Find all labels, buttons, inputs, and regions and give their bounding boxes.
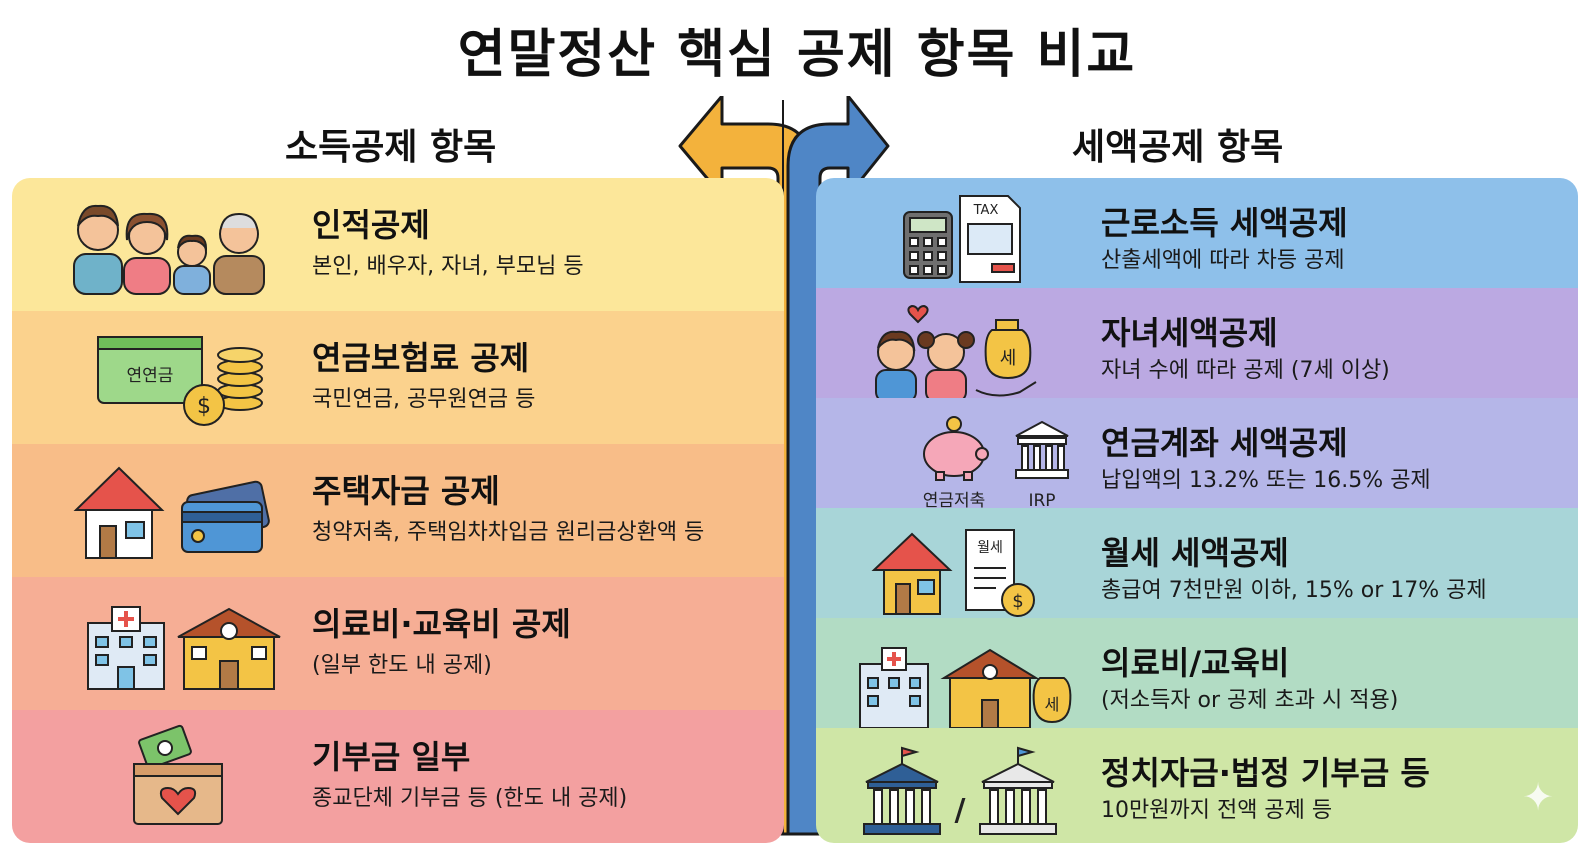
right-row-medical-education: 세 의료비/교육비 (저소득자 or 공제 초과 시 적용) <box>816 618 1578 729</box>
row-description: 자녀 수에 따라 공제 (7세 이상) <box>1101 358 1390 383</box>
right-row-rent: 월세 $ 월세 세액공제 총급여 7천만원 이하, 15% or 17% 공제 <box>816 508 1578 618</box>
row-title: 자녀세액공제 <box>1101 314 1278 352</box>
left-row-personal: 인적공제 본인, 배우자, 자녀, 부모님 등 <box>12 178 784 311</box>
row-title: 근로소득 세액공제 <box>1101 204 1348 242</box>
left-column-heading: 소득공제 항목 <box>285 127 497 168</box>
right-row-political-donation: / 정치자금·법정 기부금 등 10만원까지 전액 공제 등 ✦ <box>816 728 1578 843</box>
row-description: 10만원까지 전액 공제 등 <box>1101 798 1333 823</box>
row-description: 종교단체 기부금 등 (한도 내 공제) <box>312 786 628 811</box>
row-title: 월세 세액공제 <box>1101 534 1289 572</box>
icon-label-pension-savings: 연금저축 <box>923 491 986 511</box>
row-title: 의료비·교육비 공제 <box>312 605 571 643</box>
hospital-school-money-icon: 세 <box>859 647 1072 729</box>
left-row-medical-education: 의료비·교육비 공제 (일부 한도 내 공제) <box>12 577 784 710</box>
icon-text: TAX <box>973 203 999 218</box>
row-title: 연금보험료 공제 <box>312 339 530 377</box>
row-description: 납입액의 13.2% 또는 16.5% 공제 <box>1101 468 1431 493</box>
family-icon <box>73 204 265 295</box>
row-description: 국민연금, 공무원연금 등 <box>312 387 536 412</box>
icon-separator: / <box>955 793 966 828</box>
calculator-tax-form-icon: TAX <box>903 195 1021 283</box>
government-buildings-icon: / <box>863 746 1057 835</box>
row-description: (일부 한도 내 공제) <box>312 653 492 678</box>
row-description: 총급여 7천만원 이하, 15% or 17% 공제 <box>1101 578 1487 603</box>
right-column-heading: 세액공제 항목 <box>1072 127 1284 168</box>
icon-text: 세 <box>1045 695 1060 714</box>
row-title: 연금계좌 세액공제 <box>1101 424 1348 462</box>
svg-text:$: $ <box>1012 591 1023 612</box>
page-title: 연말정산 핵심 공제 항목 비교 <box>457 25 1137 85</box>
row-description: 본인, 배우자, 자녀, 부모님 등 <box>312 254 584 279</box>
row-title: 인적공제 <box>312 206 430 244</box>
icon-text: 월세 <box>977 540 1003 556</box>
tax-credit-panel: TAX 근로소득 세액공제 산출세액에 따라 차등 공제 세 자녀세액공제 자녀… <box>816 178 1578 843</box>
row-title: 의료비/교육비 <box>1101 644 1290 682</box>
house-rent-receipt-icon: 월세 $ <box>871 529 1035 617</box>
row-description: (저소득자 or 공제 초과 시 적용) <box>1101 688 1399 713</box>
house-card-icon <box>73 466 270 559</box>
row-title: 정치자금·법정 기부금 등 <box>1101 754 1430 792</box>
hospital-school-icon <box>87 606 281 690</box>
left-row-housing: 주택자금 공제 청약저축, 주택임차차입금 원리금상환액 등 <box>12 444 784 577</box>
right-row-earned-income: TAX 근로소득 세액공제 산출세액에 따라 차등 공제 <box>816 178 1578 288</box>
row-description: 청약저축, 주택임차차입금 원리금상환액 등 <box>312 520 705 545</box>
pension-book-coins-icon: 연연금 $ <box>97 336 263 426</box>
sparkle-icon: ✦ <box>1522 775 1554 819</box>
donation-box-icon <box>133 724 223 825</box>
right-row-child: 세 자녀세액공제 자녀 수에 따라 공제 (7세 이상) <box>816 288 1578 403</box>
icon-label-irp: IRP <box>1028 491 1055 511</box>
children-money-bag-icon: 세 <box>875 304 1037 403</box>
left-row-pension: 연연금 $ 연금보험료 공제 국민연금, 공무원연금 등 <box>12 311 784 444</box>
icon-text: 세 <box>1000 348 1017 369</box>
svg-text:$: $ <box>197 394 211 419</box>
row-title: 주택자금 공제 <box>312 472 500 510</box>
income-deduction-panel: 인적공제 본인, 배우자, 자녀, 부모님 등 연연금 $ 연금보험료 공제 국… <box>12 178 784 843</box>
piggy-bank-irp-icon: 연금저축 IRP <box>923 416 1069 511</box>
row-description: 산출세액에 따라 차등 공제 <box>1101 248 1345 273</box>
left-row-donation: 기부금 일부 종교단체 기부금 등 (한도 내 공제) <box>12 710 784 843</box>
right-row-pension-account: 연금저축 IRP 연금계좌 세액공제 납입액의 13.2% 또는 16.5% 공… <box>816 398 1578 511</box>
icon-text: 연연금 <box>127 366 174 386</box>
row-title: 기부금 일부 <box>312 738 471 776</box>
